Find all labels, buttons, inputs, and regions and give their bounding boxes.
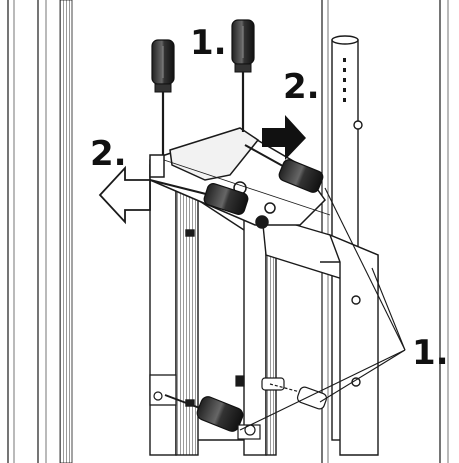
top-mounting-plate: [149, 127, 331, 229]
top-right-screw: [244, 144, 324, 193]
right-bracket: [261, 214, 379, 456]
step-label-2-left: 2.: [90, 134, 127, 174]
top-left-screw: [149, 179, 249, 215]
callout-lines: [239, 187, 406, 431]
bottom-left-screw: [149, 374, 244, 432]
wall-frame-right: [321, 0, 449, 463]
wall-frame-left: [7, 0, 73, 463]
arrow-left-outline-icon: [98, 165, 151, 225]
screwdriver-icon: [231, 19, 255, 132]
arrow-right-icon: [262, 115, 306, 160]
step-label-2-right: 2.: [283, 67, 320, 107]
screwdriver-icon: [151, 39, 175, 155]
main-rails: [149, 164, 277, 456]
step-label-1-top: 1.: [190, 23, 227, 63]
step-label-1-callout: 1.: [412, 333, 449, 373]
